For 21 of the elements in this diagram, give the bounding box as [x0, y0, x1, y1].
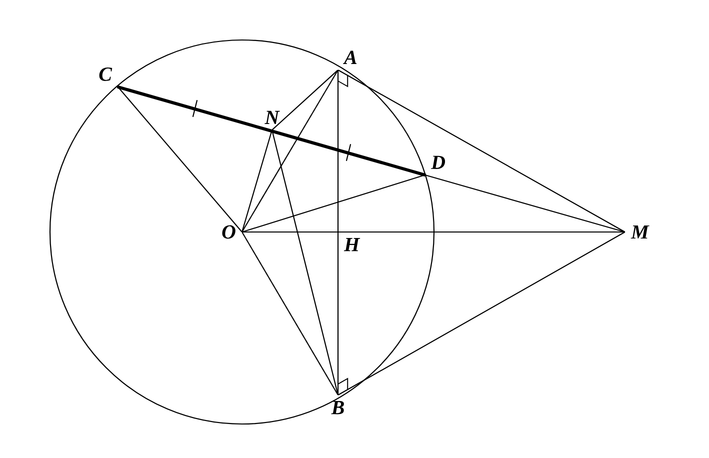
- line-segment: [337, 70, 339, 396]
- line-segment: [272, 70, 338, 130]
- point-label: C: [99, 68, 112, 81]
- point-label: N: [264, 110, 280, 124]
- line-segment: [242, 130, 272, 232]
- point-label: B: [331, 401, 344, 414]
- point-label: H: [344, 238, 360, 252]
- line-segment: [118, 86, 242, 232]
- line-segment: [272, 130, 338, 396]
- line-segment: [242, 70, 338, 232]
- line-segment: [338, 232, 626, 396]
- line-segment: [242, 174, 426, 232]
- line-segment: [242, 231, 626, 233]
- point-label: O: [222, 225, 236, 239]
- line-segment: [242, 232, 338, 396]
- point-label: A: [343, 50, 357, 64]
- point-label: M: [630, 225, 650, 239]
- line-segment: [338, 70, 626, 232]
- point-label: D: [430, 156, 446, 169]
- line-segment: [424, 174, 626, 232]
- line-segment: [116, 86, 426, 176]
